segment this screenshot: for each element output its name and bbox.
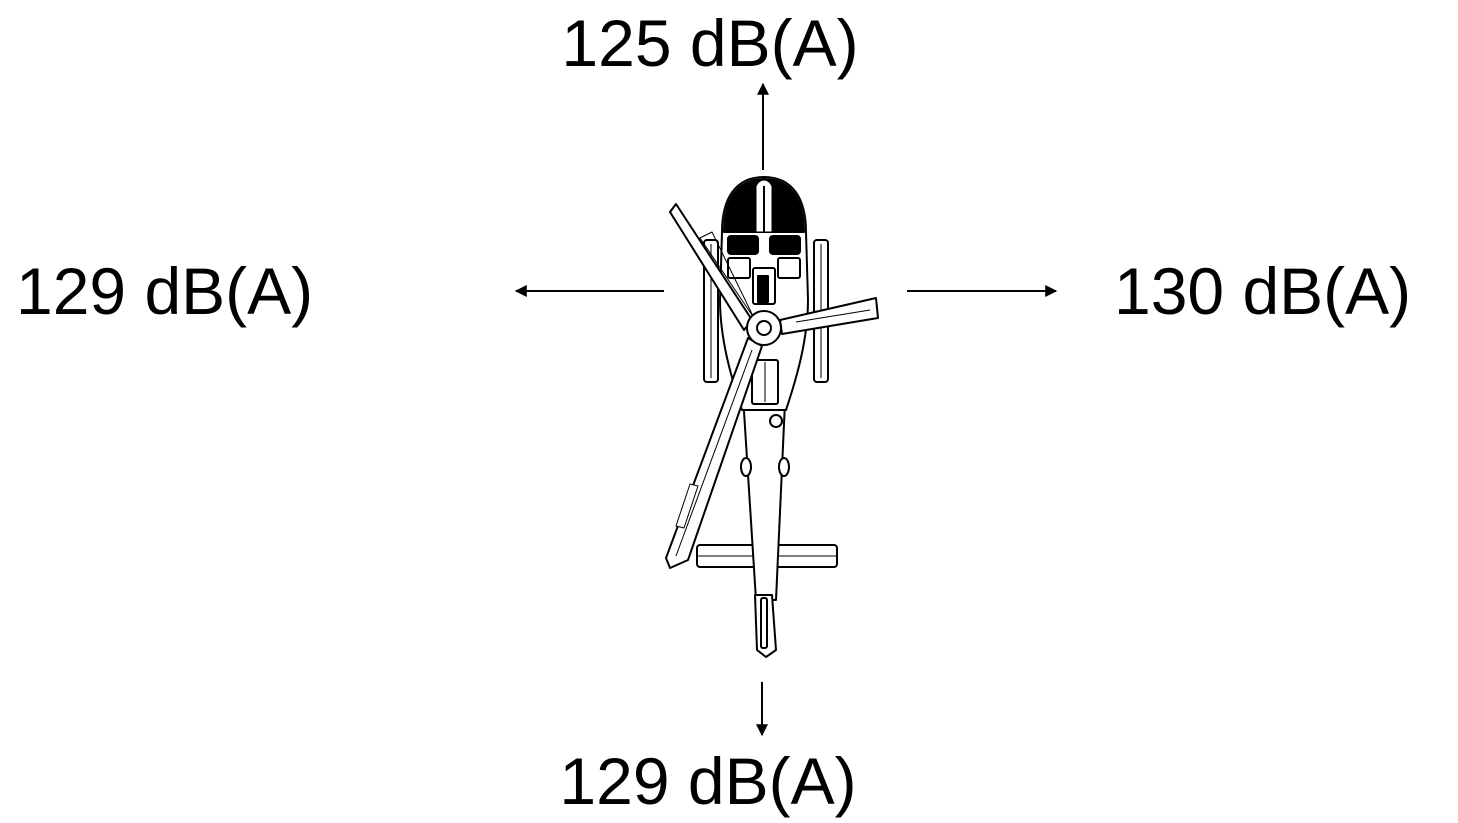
left-noise-label: 129 dB(A) (16, 254, 314, 328)
right-noise-label: 130 dB(A) (1114, 254, 1412, 328)
helicopter-top-view-icon (665, 176, 879, 658)
rear-noise-label: 129 dB(A) (559, 744, 857, 818)
front-noise-label: 125 dB(A) (561, 6, 859, 80)
